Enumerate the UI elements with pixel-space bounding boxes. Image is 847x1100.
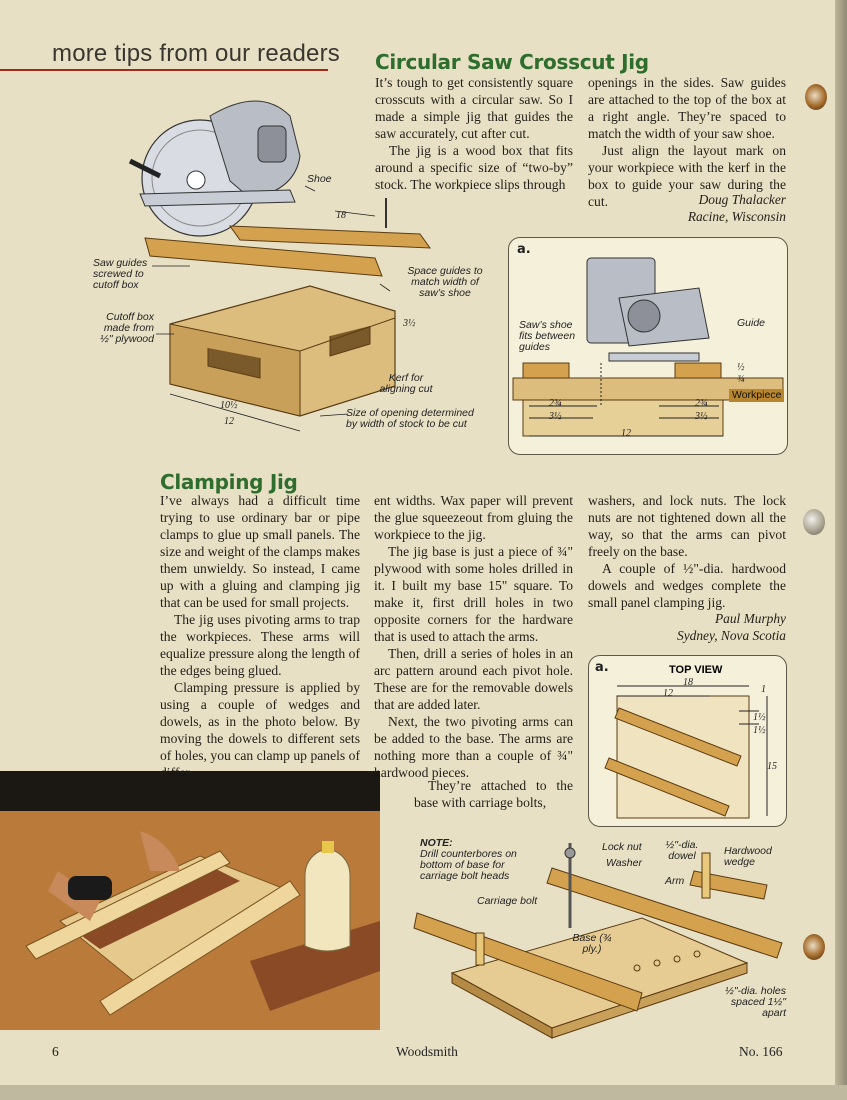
magazine-name: Woodsmith <box>396 1044 458 1059</box>
arm-label: Arm <box>665 875 685 887</box>
circular-saw-drawing <box>128 100 301 237</box>
paragraph: I’ve always had a difficult time trying … <box>160 493 360 610</box>
space-guides-label: Space guides to match width of saw’s sho… <box>407 265 483 299</box>
page-bottom-edge <box>0 1085 847 1100</box>
author-name: Doug Thalacker <box>698 192 786 207</box>
crosscut-column-1: It’s tough to get consistently square cr… <box>375 74 573 193</box>
dimension-15: 15 <box>767 761 777 772</box>
dimension-1: 1 <box>761 684 766 695</box>
saw-guides-label: Saw guides screwed to cutoff box <box>93 257 148 291</box>
saw-jig-figure <box>128 100 432 432</box>
dimension-3-half-right: 3½ <box>695 411 708 422</box>
top-view-title: TOP VIEW <box>669 664 723 676</box>
detail-letter: a. <box>595 660 609 675</box>
dimension-1-half-b: 1½ <box>753 725 766 736</box>
author-location: Racine, Wisconsin <box>687 209 786 224</box>
dowel-label: ½"-dia. dowel <box>665 839 699 862</box>
holes-label: ½"-dia. holes spaced 1½" apart <box>725 985 786 1019</box>
dimension-10-half: 10½ <box>220 400 238 411</box>
carriage-bolt-label: Carriage bolt <box>477 895 538 907</box>
paragraph: ent widths. Wax paper will prevent the g… <box>374 493 573 542</box>
dimension-12: 12 <box>663 688 673 699</box>
paragraph: Then, drill a series of holes in an arc … <box>374 646 573 712</box>
binder-ring-bottom <box>803 934 825 960</box>
dimension-half: ½ <box>737 362 745 373</box>
clamping-column-2-wrap: They’re attached to the base with carria… <box>414 777 573 811</box>
clamping-jig-photo <box>0 771 380 1030</box>
dimension-2-3q-left: 2¾ <box>549 398 562 409</box>
washer-label: Washer <box>606 857 642 869</box>
dimension-18: 18 <box>336 210 346 221</box>
section-label: more tips from our readers <box>52 40 340 67</box>
workpiece-label: Workpiece <box>729 389 785 402</box>
note-body: Drill counterbores on bottom of base for… <box>420 848 517 882</box>
clamping-byline: Paul Murphy Sydney, Nova Scotia <box>588 610 786 644</box>
paragraph: Clamping pressure is applied by using a … <box>160 680 360 780</box>
guide-label: Guide <box>737 317 766 329</box>
page-number: 6 <box>52 1044 59 1059</box>
paragraph: They’re attached to the base with carria… <box>414 778 573 810</box>
issue-number: No. 166 <box>739 1044 783 1059</box>
author-location: Sydney, Nova Scotia <box>677 628 786 643</box>
kerf-label: Kerf for aligning cut <box>379 372 433 395</box>
paragraph: The jig uses pivoting arms to trap the w… <box>160 612 360 678</box>
cutoff-box-label: Cutoff box made from ½" plywood <box>100 311 154 345</box>
paragraph: openings in the sides. Saw guides are at… <box>588 75 786 141</box>
opening-label: Size of opening determined by width of s… <box>346 407 474 430</box>
paragraph: The jig is a wood box that fits around a… <box>375 143 573 192</box>
detail-a-crosscut: a. Saw’s shoe fits between guides Guide … <box>508 237 788 455</box>
clamping-column-1: I’ve always had a difficult time trying … <box>160 492 360 781</box>
exploded-view-drawing <box>413 843 783 1039</box>
detail-letter: a. <box>517 242 531 257</box>
dimension-3-half-left: 3½ <box>549 411 562 422</box>
author-name: Paul Murphy <box>714 611 786 626</box>
saws-shoe-label: Saw’s shoe fits between guides <box>519 319 576 353</box>
shoe-label: Shoe <box>307 173 332 185</box>
dimension-18: 18 <box>683 677 693 688</box>
magazine-page: more tips from our readers Sho <box>0 0 835 1085</box>
paragraph: Next, the two pivoting arms can be added… <box>374 714 573 780</box>
article-title-crosscut-jig: Circular Saw Crosscut Jig <box>375 50 649 74</box>
clamping-column-3: washers, and lock nuts. The lock nuts ar… <box>588 492 786 611</box>
paragraph: The jig base is just a piece of ¾" plywo… <box>374 544 573 644</box>
detail-a-top-view: a. TOP VIEW 18 12 1 1½ 1½ 15 <box>588 655 787 827</box>
dimension-12: 12 <box>224 416 234 427</box>
article-title-clamping-jig: Clamping Jig <box>160 470 298 494</box>
dimension-three-quarter: ¾ <box>737 374 745 385</box>
top-view-drawing <box>604 685 768 819</box>
crosscut-byline: Doug Thalacker Racine, Wisconsin <box>588 191 786 225</box>
base-label: Base (¾ ply.) <box>572 932 612 955</box>
binder-ring-middle <box>803 509 825 535</box>
paragraph: washers, and lock nuts. The lock nuts ar… <box>588 493 786 559</box>
dimension-2-3q-right: 2¾ <box>695 398 708 409</box>
page-edge-shadow <box>835 0 847 1100</box>
crosscut-column-2: openings in the sides. Saw guides are at… <box>588 74 786 210</box>
detail-drawing <box>512 257 784 437</box>
paragraph: Just align the layout mark on your workp… <box>588 143 786 209</box>
binder-ring-top <box>805 84 827 110</box>
lock-nut-label: Lock nut <box>602 841 642 853</box>
section-rule <box>0 69 328 71</box>
clamping-column-2: ent widths. Wax paper will prevent the g… <box>374 492 573 781</box>
paragraph: It’s tough to get consistently square cr… <box>375 75 573 141</box>
dimension-3-half: 3½ <box>403 318 416 329</box>
dimension-12-detail: 12 <box>621 428 631 439</box>
dimension-1-half-a: 1½ <box>753 712 766 723</box>
paragraph: A couple of ½"-dia. hardwood dowels and … <box>588 561 786 610</box>
note-title: NOTE: <box>420 837 453 849</box>
wedge-label: Hardwood wedge <box>724 845 772 868</box>
